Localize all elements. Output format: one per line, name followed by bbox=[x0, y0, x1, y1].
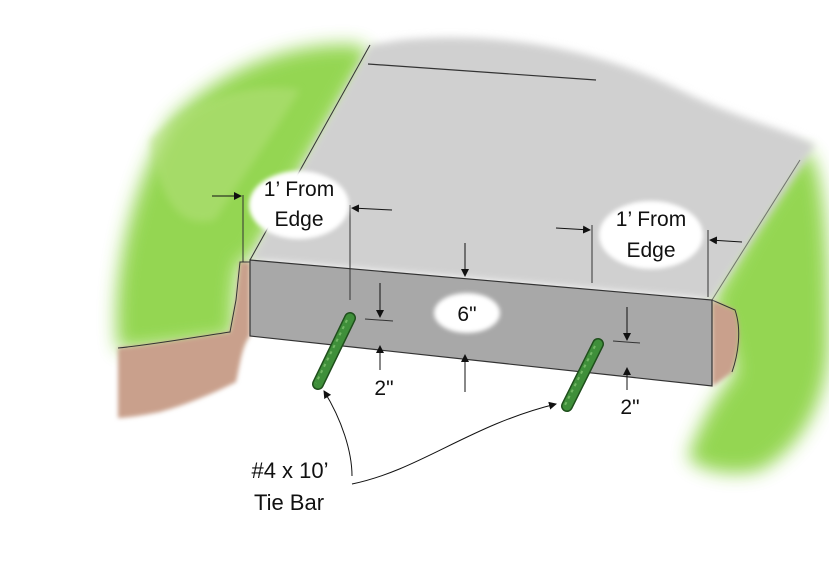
left-edge-label-line1: 1’ From bbox=[264, 178, 334, 201]
tie-bar-label-line2: Tie Bar bbox=[254, 490, 324, 515]
left-soil bbox=[117, 261, 250, 418]
right-cover-label: 2" bbox=[620, 396, 639, 419]
center-joint-line bbox=[367, 63, 597, 81]
tie-bar-left bbox=[312, 312, 356, 390]
right-soil bbox=[711, 299, 740, 386]
left-edge-dimension bbox=[212, 171, 393, 300]
right-edge-label-line1: 1’ From bbox=[616, 208, 686, 231]
thickness-label: 6" bbox=[457, 303, 476, 326]
right-cover-dimension bbox=[612, 307, 641, 390]
right-grass bbox=[688, 150, 829, 474]
left-cover-dimension bbox=[364, 283, 394, 370]
tie-bar-right bbox=[561, 338, 604, 412]
tie-bar-leaders bbox=[323, 390, 557, 485]
right-edge-dimension bbox=[555, 201, 743, 297]
thickness-dimension bbox=[434, 243, 500, 392]
left-cover-label: 2" bbox=[374, 377, 393, 400]
tie-bar-label-line1: #4 x 10’ bbox=[251, 458, 328, 483]
right-edge-label-line2: Edge bbox=[626, 239, 675, 262]
left-edge-label-line2: Edge bbox=[274, 208, 323, 231]
